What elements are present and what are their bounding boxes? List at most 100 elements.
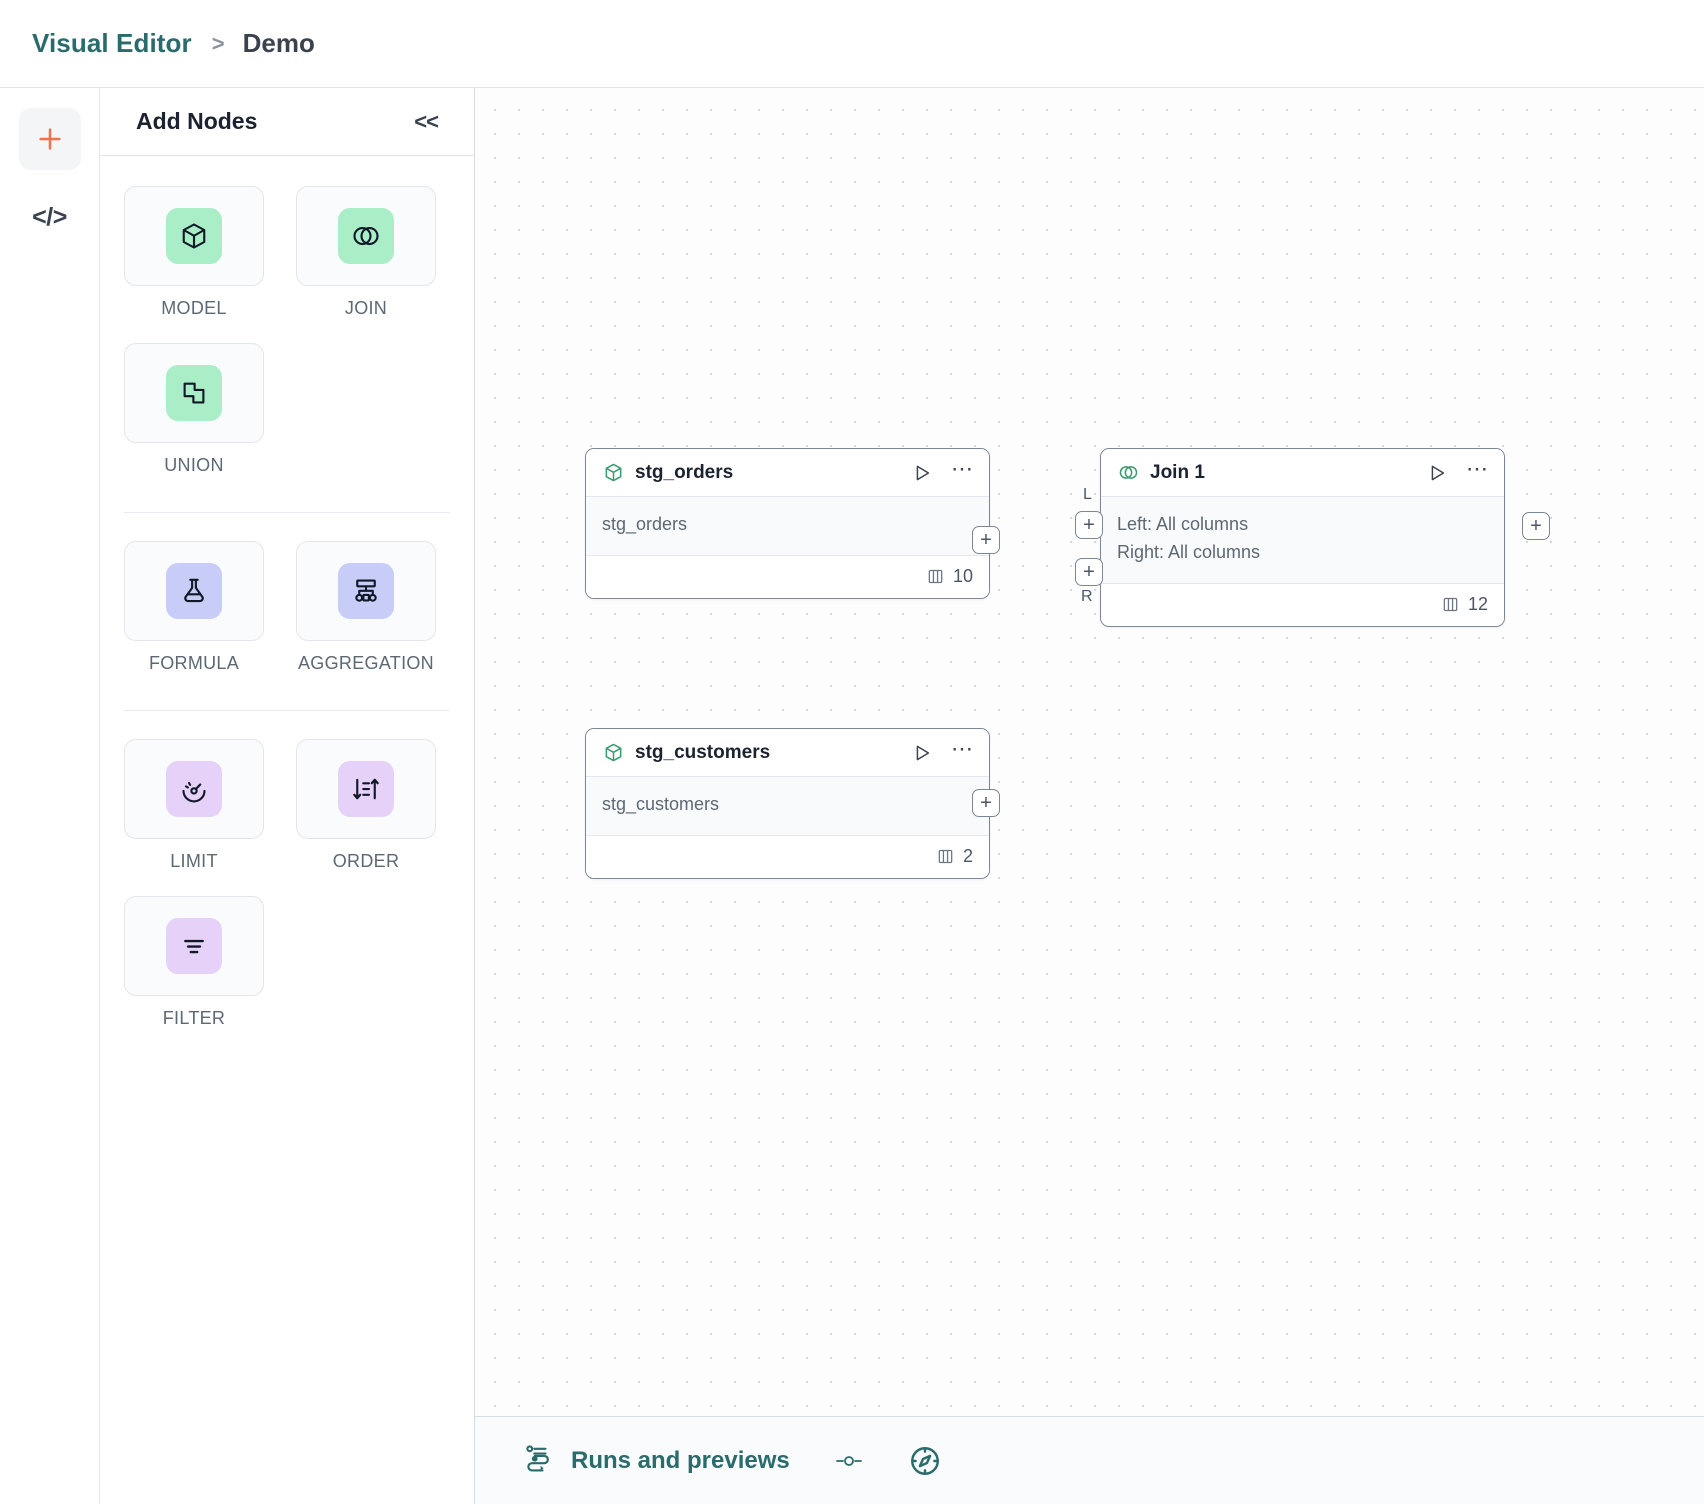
palette-group-sources: MODEL JOIN [100,186,474,500]
palette-tile [124,186,264,286]
filter-icon [166,918,222,974]
columns-icon [1443,598,1458,612]
columns-icon [938,850,953,864]
venn-icon [1117,462,1139,484]
column-count-value: 2 [962,846,973,867]
flow-canvas-viewport[interactable]: stg_orders ⋯ stg_orders [475,88,1704,1416]
palette-item-limit[interactable]: LIMIT [124,739,264,872]
palette-tile [124,739,264,839]
palette-item-filter[interactable]: FILTER [124,896,264,1029]
palette-group-refine: LIMIT ORDER [100,739,474,1053]
node-body-line: stg_customers [602,794,720,814]
palette-item-label: FILTER [162,1008,226,1028]
runs-and-previews-label: Runs and previews [571,1446,790,1474]
palette-tile [296,541,436,641]
breadcrumb-leaf[interactable]: Demo [242,28,315,58]
cube-icon [166,208,222,264]
handle-join-right-input[interactable]: + [1075,558,1103,586]
node-body: stg_customers [586,777,989,836]
node-body-line-left: Left: All columns [1117,514,1249,534]
add-nodes-header: Add Nodes << [100,88,474,156]
play-icon[interactable] [1426,462,1448,484]
node-title: stg_orders [635,461,734,483]
breadcrumb-root[interactable]: Visual Editor [32,28,192,58]
columns-icon [928,570,943,584]
palette-item-aggregation[interactable]: AGGREGATION [296,541,436,674]
palette-tile [296,739,436,839]
palette-tile [124,343,264,443]
breadcrumb-separator: > [211,30,225,56]
play-icon[interactable] [911,742,933,764]
palette-item-join[interactable]: JOIN [296,186,436,319]
palette-item-label: FORMULA [148,653,240,673]
column-count-badge: 10 [926,566,973,587]
palette-tile [296,186,436,286]
node-header[interactable]: stg_customers ⋯ [586,729,989,777]
palette-tile [124,896,264,996]
handle-label-right: R [1081,588,1093,605]
play-icon[interactable] [911,462,933,484]
handle-customers-output[interactable]: + [972,789,1000,817]
column-count-value: 10 [952,566,973,587]
panel-title: Add Nodes [136,108,258,134]
palette-item-model[interactable]: MODEL [124,186,264,319]
venn-icon [338,208,394,264]
node-header[interactable]: stg_orders ⋯ [586,449,989,497]
ellipsis-icon[interactable]: ⋯ [951,455,975,481]
node-header[interactable]: Join 1 ⋯ [1101,449,1504,497]
node-footer: 10 [586,555,989,598]
column-count-badge: 12 [1441,594,1488,615]
palette-item-label: MODEL [161,298,227,318]
node-title: Join 1 [1150,461,1205,483]
palette-item-label: JOIN [344,298,388,318]
handle-join-left-input[interactable]: + [1075,511,1103,539]
flow-node-join-1[interactable]: Join 1 ⋯ Left: All columns Right: All co… [1100,448,1505,627]
sort-icon [338,761,394,817]
node-body: stg_orders [586,497,989,556]
flow-node-stg-orders[interactable]: stg_orders ⋯ stg_orders [585,448,990,599]
flow-canvas[interactable]: stg_orders ⋯ stg_orders [475,88,1704,1504]
slider-icon[interactable] [832,1444,866,1478]
column-count-value: 12 [1467,594,1488,615]
add-node-rail-button[interactable] [18,108,81,170]
palette-item-label: ORDER [332,851,400,871]
palette-item-label: LIMIT [170,851,218,871]
collapse-panel-button[interactable]: << [414,108,439,134]
node-title: stg_customers [635,741,771,763]
palette-item-label: AGGREGATION [298,653,434,673]
palette-item-union[interactable]: UNION [124,343,264,476]
node-body-line: stg_orders [602,514,688,534]
cube-icon [602,742,624,764]
ellipsis-icon[interactable]: ⋯ [951,735,975,761]
handle-orders-output[interactable]: + [972,526,1000,554]
handle-join-output[interactable]: + [1522,512,1550,540]
gauge-icon [166,761,222,817]
palette-item-label: UNION [164,455,224,475]
palette-divider [124,512,450,513]
flow-node-stg-customers[interactable]: stg_customers ⋯ stg_customers [585,728,990,879]
flask-icon [166,563,222,619]
palette-item-formula[interactable]: FORMULA [124,541,264,674]
plus-icon [38,128,61,150]
code-view-rail-button[interactable]: </> [19,186,81,248]
palette-group-transforms: FORMULA [100,541,474,698]
handle-label-left: L [1083,486,1092,503]
runs-and-previews-button[interactable]: Runs and previews [523,1443,790,1478]
app-body: </> Add Nodes << [0,88,1704,1504]
flow-edges [475,88,775,238]
palette-item-order[interactable]: ORDER [296,739,436,872]
union-squares-icon [166,365,222,421]
node-footer: 2 [586,835,989,878]
code-icon: </> [32,202,67,231]
column-count-badge: 2 [936,846,973,867]
palette-divider [124,710,450,711]
add-nodes-list: MODEL JOIN [100,156,474,1504]
node-body: Left: All columns Right: All columns [1101,497,1504,584]
node-footer: 12 [1101,583,1504,626]
cube-icon [602,462,624,484]
node-body-line-right: Right: All columns [1117,541,1261,562]
hierarchy-icon [338,563,394,619]
compass-icon[interactable] [908,1444,942,1478]
add-nodes-panel: Add Nodes << [100,88,475,1504]
ellipsis-icon[interactable]: ⋯ [1466,455,1490,481]
